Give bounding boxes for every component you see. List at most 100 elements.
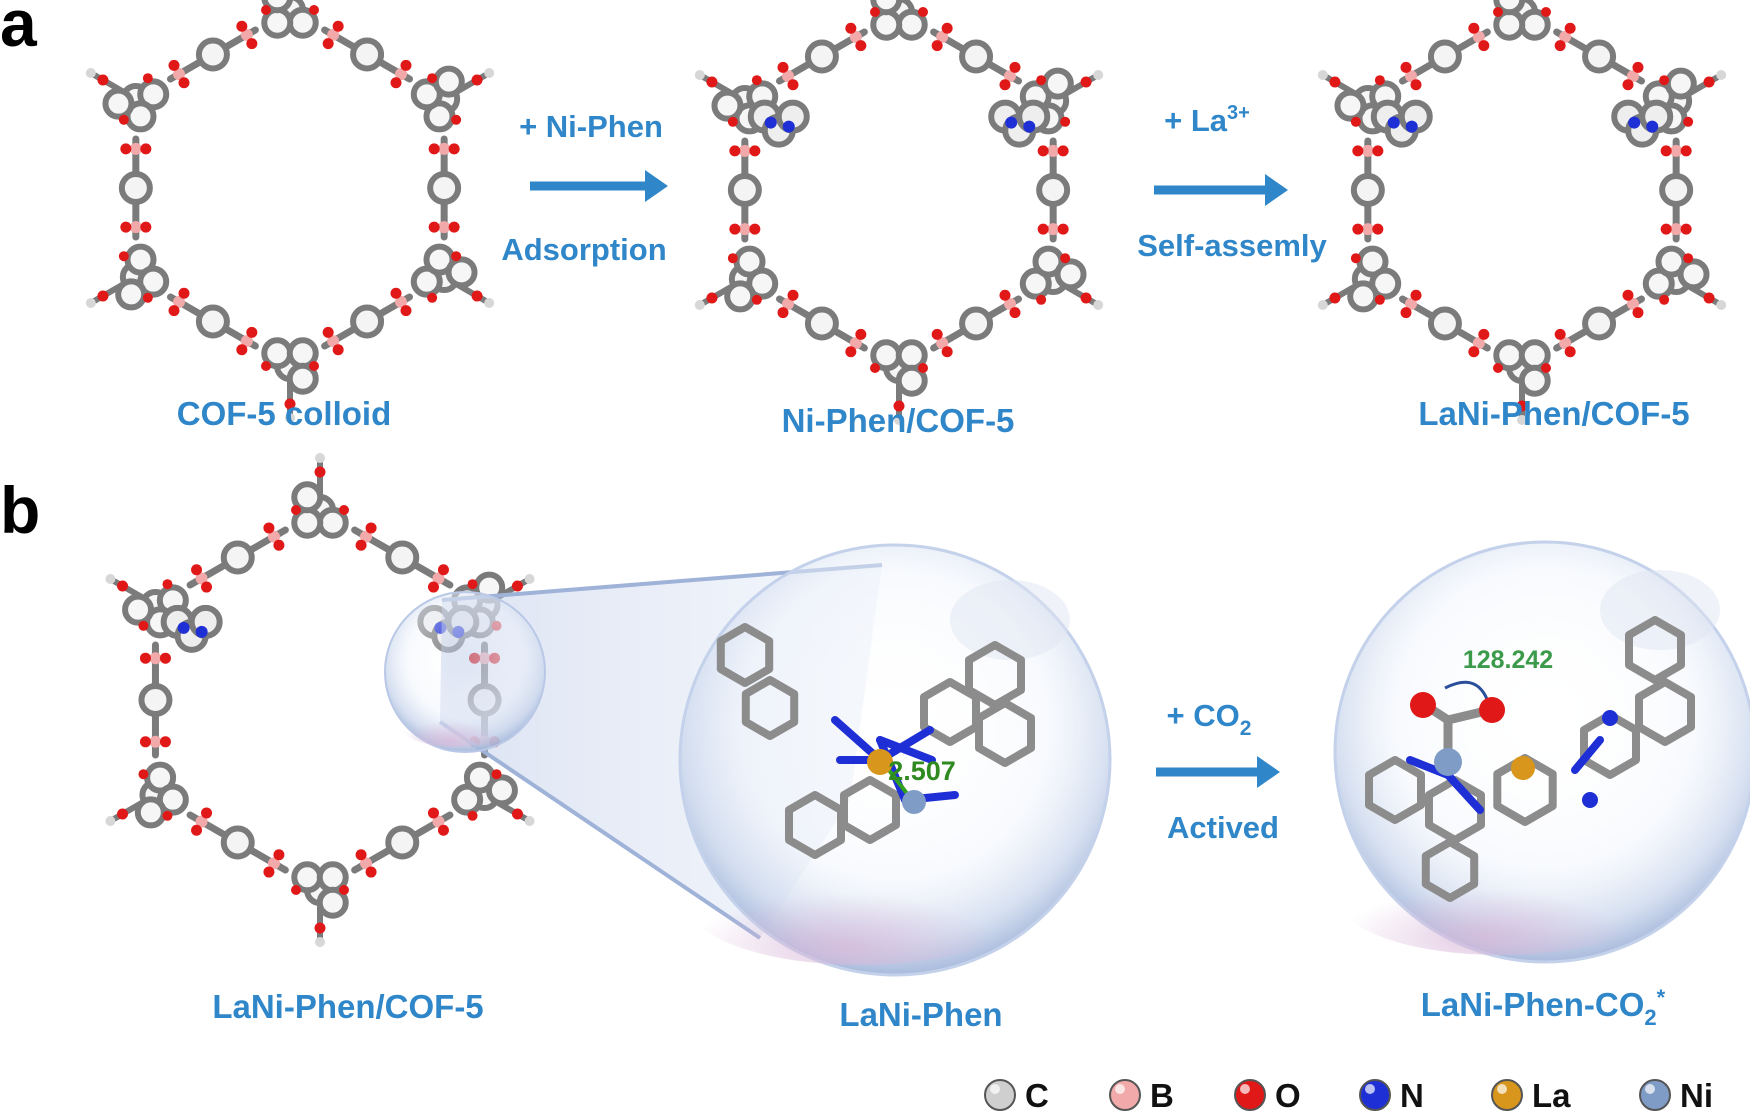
linker (1553, 22, 1646, 91)
hhtp-node (1493, 0, 1551, 41)
linker (427, 135, 462, 241)
hhtp-node (85, 68, 170, 133)
hhtp-node (410, 65, 495, 133)
legend-item-la: La (1491, 1077, 1571, 1114)
legend-label: La (1532, 1077, 1571, 1114)
hhtp-node (451, 761, 535, 826)
linker (351, 522, 454, 593)
legend-label: O (1275, 1077, 1301, 1114)
caption-lani-phen-co2: LaNi-Phen-CO2* (1421, 985, 1666, 1030)
legend-item-b: B (1109, 1077, 1174, 1114)
linker (321, 20, 414, 89)
active-site-bubble-small (384, 591, 546, 753)
lani-phen-molecule (716, 623, 1035, 859)
caption-lani-phen-cof5-a: LaNi-Phen/COF-5 (1418, 395, 1689, 432)
caption-ni-phen-cof5: Ni-Phen/COF-5 (782, 402, 1015, 439)
legend-item-n: N (1359, 1077, 1424, 1114)
linker (118, 135, 153, 241)
linker (1553, 289, 1646, 358)
lani-phen-co2-molecule (1365, 616, 1695, 902)
ni-phen-guest (988, 99, 1051, 148)
ni-phen-guest (1370, 99, 1433, 148)
linker (775, 289, 868, 358)
panel-label-b: b (0, 473, 40, 547)
lani-phen-cof5-framework-a (1317, 0, 1727, 425)
linker (1659, 137, 1694, 243)
hhtp-node (694, 245, 779, 313)
linker (775, 22, 868, 91)
linker (166, 20, 259, 89)
ni-atom (1434, 748, 1462, 776)
linker (138, 641, 173, 759)
hhtp-node (410, 243, 495, 308)
n-atom (1602, 710, 1618, 726)
step2-process-label: Self-assemly (1137, 228, 1327, 263)
la-ni-distance-label: 2.507 (888, 756, 956, 786)
ni-phen-guest (1611, 99, 1674, 148)
atom-legend: C B O N La Ni (984, 1077, 1713, 1114)
la-atom (867, 749, 893, 775)
cof5-colloid-framework (85, 0, 495, 423)
linker (186, 807, 289, 878)
step1-reagent-label: + Ni-Phen (519, 109, 663, 144)
linker (1036, 137, 1071, 243)
activation-arrow (1156, 756, 1280, 788)
self-assembly-arrow (1154, 174, 1288, 206)
co2-oxygen-atom (1479, 697, 1505, 723)
atom-swatch (1639, 1079, 1671, 1111)
ni-atom (902, 790, 926, 814)
linker (1398, 289, 1491, 358)
linker (1350, 137, 1385, 243)
linker (930, 289, 1023, 358)
atom-swatch (1491, 1079, 1523, 1111)
caption-cof5-colloid: COF-5 colloid (177, 395, 392, 432)
linker (930, 22, 1023, 91)
legend-item-o: O (1234, 1077, 1301, 1114)
la-atom (1511, 756, 1535, 780)
panel-label-a: a (0, 0, 38, 60)
linker (351, 807, 454, 878)
linker (186, 522, 289, 593)
hhtp-node (261, 0, 319, 39)
hhtp-node (1019, 245, 1104, 310)
co2-reagent-label: + CO2 (1167, 698, 1252, 740)
hhtp-node (1642, 245, 1727, 310)
ni-phen-guest (160, 604, 223, 653)
legend-item-ni: Ni (1639, 1077, 1713, 1114)
lani-phen-co2-bubble (1333, 540, 1750, 964)
hhtp-node (261, 337, 319, 423)
caption-lani-phen-cof5-b: LaNi-Phen/COF-5 (212, 988, 483, 1025)
caption-lani-phen: LaNi-Phen (839, 996, 1002, 1033)
atom-swatch (984, 1079, 1016, 1111)
atom-swatch (1109, 1079, 1141, 1111)
n-atom (1582, 792, 1598, 808)
hhtp-node (291, 861, 349, 947)
step1-process-label: Adsorption (501, 232, 666, 267)
atom-swatch (1234, 1079, 1266, 1111)
hhtp-node (85, 243, 170, 311)
step2-reagent-label: + La3+ (1164, 102, 1250, 138)
co2-oxygen-atom (1410, 692, 1436, 718)
adsorption-arrow (530, 170, 668, 202)
linker (727, 137, 762, 243)
legend-item-c: C (984, 1077, 1049, 1114)
atom-swatch (1359, 1079, 1391, 1111)
legend-label: N (1400, 1077, 1424, 1114)
linker (1398, 22, 1491, 91)
hhtp-node (105, 761, 189, 829)
linker (321, 287, 414, 356)
co2-bend-angle-label: 128.242 (1463, 646, 1553, 674)
hhtp-node (870, 339, 928, 425)
hhtp-node (1317, 245, 1402, 313)
hhtp-node (291, 453, 349, 539)
legend-label: Ni (1680, 1077, 1713, 1114)
hhtp-node (1493, 339, 1551, 425)
linker (166, 287, 259, 356)
legend-label: C (1025, 1077, 1049, 1114)
ni-phen-guest (747, 99, 810, 148)
legend-label: B (1150, 1077, 1174, 1114)
ni-phen-cof5-framework (694, 0, 1104, 425)
hhtp-node (870, 0, 928, 41)
activation-process-label: Actived (1167, 810, 1279, 845)
